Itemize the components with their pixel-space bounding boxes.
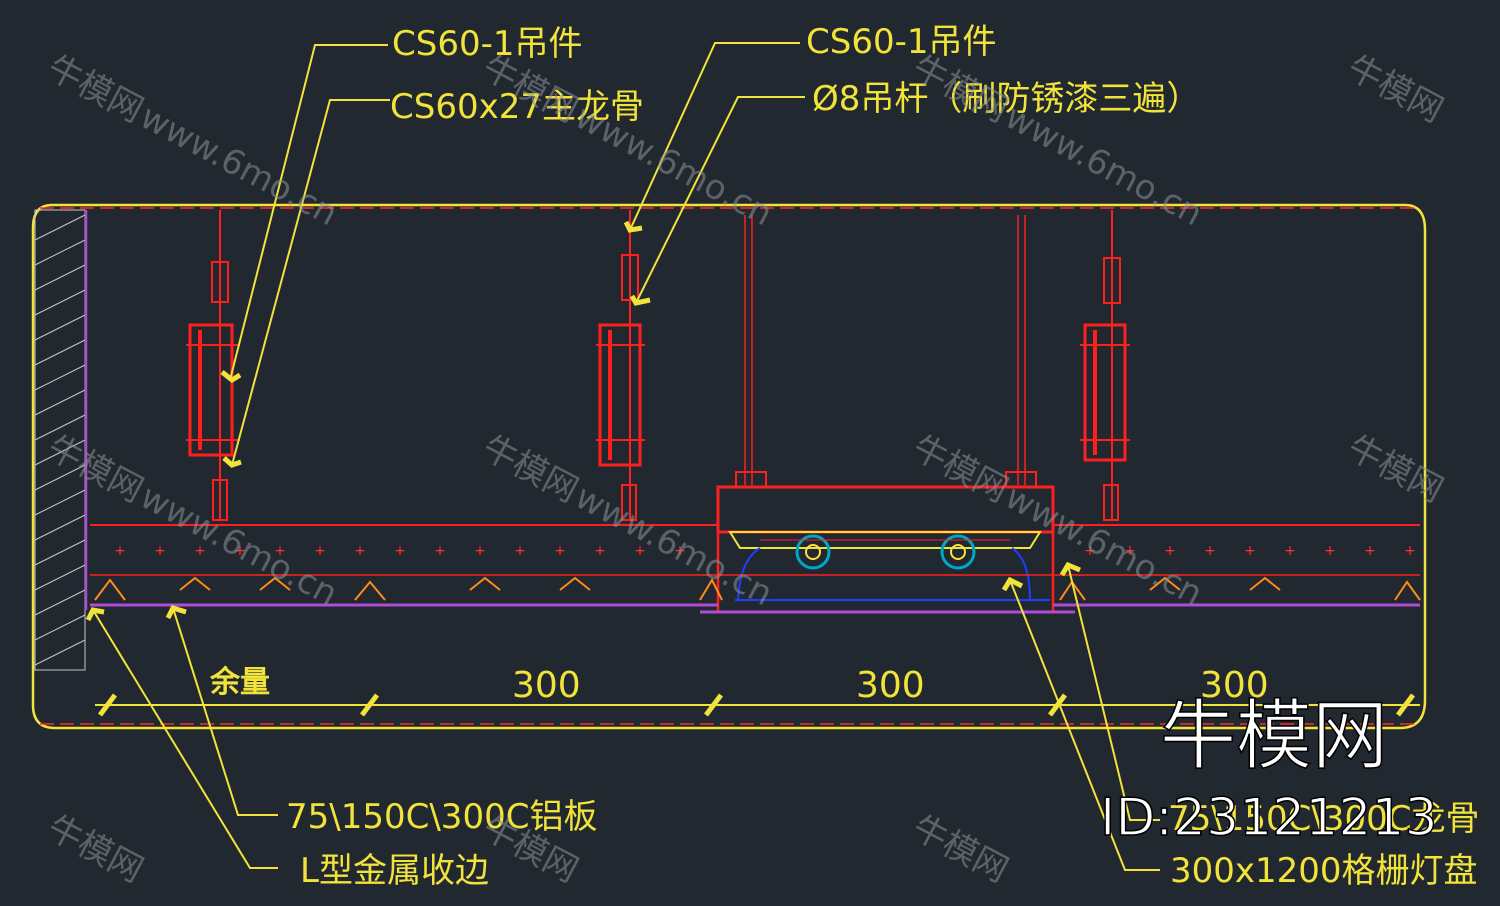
svg-text:+: +: [474, 543, 486, 559]
watermark-brand: 牛模网: [41, 48, 150, 131]
svg-text:+: +: [354, 543, 366, 559]
watermark-brand: 牛模网: [476, 428, 585, 511]
svg-text:+: +: [434, 543, 446, 559]
label-hanger-left: CS60-1吊件: [392, 24, 583, 64]
dim-span-2: 300: [856, 665, 925, 706]
wall-hatch: [34, 209, 88, 671]
svg-text:+: +: [634, 543, 646, 559]
label-grille-lamp: 300x1200格栅灯盘: [1170, 851, 1478, 891]
svg-text:+: +: [674, 543, 686, 559]
watermark-logo: 牛模网: [1160, 691, 1388, 780]
svg-text:+: +: [1124, 543, 1136, 559]
svg-text:+: +: [1084, 543, 1096, 559]
svg-text:+: +: [314, 543, 326, 559]
watermark-brand: 牛模网: [1341, 428, 1450, 511]
leader-arrowheads: [85, 220, 1081, 622]
svg-text:+: +: [1244, 543, 1256, 559]
watermark-url: www.6mo.cn: [568, 97, 778, 234]
label-rod: Ø8吊杆（刷防锈漆三遍）: [812, 79, 1200, 119]
svg-text:+: +: [594, 543, 606, 559]
svg-text:+: +: [234, 543, 246, 559]
svg-text:+: +: [1284, 543, 1296, 559]
dimension-line: [95, 693, 1420, 717]
dim-margin-label: 余量: [209, 665, 270, 700]
watermark-id: ID:23121213: [1100, 788, 1438, 848]
watermark-brand: 牛模网: [41, 808, 150, 891]
watermark-brand: 牛模网: [41, 428, 150, 511]
hanger-assembly-right: [1080, 210, 1130, 521]
svg-text:+: +: [114, 543, 126, 559]
dim-span-1: 300: [512, 665, 581, 706]
dim-span-3: 300: [1200, 665, 1269, 706]
svg-text:+: +: [194, 543, 206, 559]
svg-text:+: +: [1324, 543, 1336, 559]
ceiling-panel-band: + + + + + + + + + + + + + + + + + + + + + + + +: [90, 524, 1421, 614]
lamp-suspension-rods: [744, 215, 1026, 485]
label-edge-trim: L型金属收边: [300, 851, 489, 891]
svg-text:+: +: [1404, 543, 1416, 559]
frame: [31, 203, 1427, 730]
svg-text:+: +: [1204, 543, 1216, 559]
hanger-assembly-mid: [596, 210, 645, 521]
svg-text:+: +: [394, 543, 406, 559]
svg-text:+: +: [274, 543, 286, 559]
leader-lines: [92, 42, 1160, 871]
svg-text:+: +: [1164, 543, 1176, 559]
label-keel-c: 75\150C\300C龙骨: [1168, 799, 1479, 839]
svg-text:+: +: [1364, 543, 1376, 559]
watermark-brand: 牛模网: [906, 428, 1015, 511]
label-main-keel: CS60x27主龙骨: [390, 87, 644, 127]
svg-text:+: +: [154, 543, 166, 559]
watermark-brand: 牛模网: [1341, 48, 1450, 131]
svg-text:+: +: [554, 543, 566, 559]
hanger-assembly-left: [186, 210, 240, 521]
label-aluminium-panel: 75\150C\300C铝板: [286, 797, 597, 837]
label-hanger-right: CS60-1吊件: [806, 22, 997, 62]
svg-text:+: +: [514, 543, 526, 559]
watermark-brand: 牛模网: [906, 808, 1015, 891]
